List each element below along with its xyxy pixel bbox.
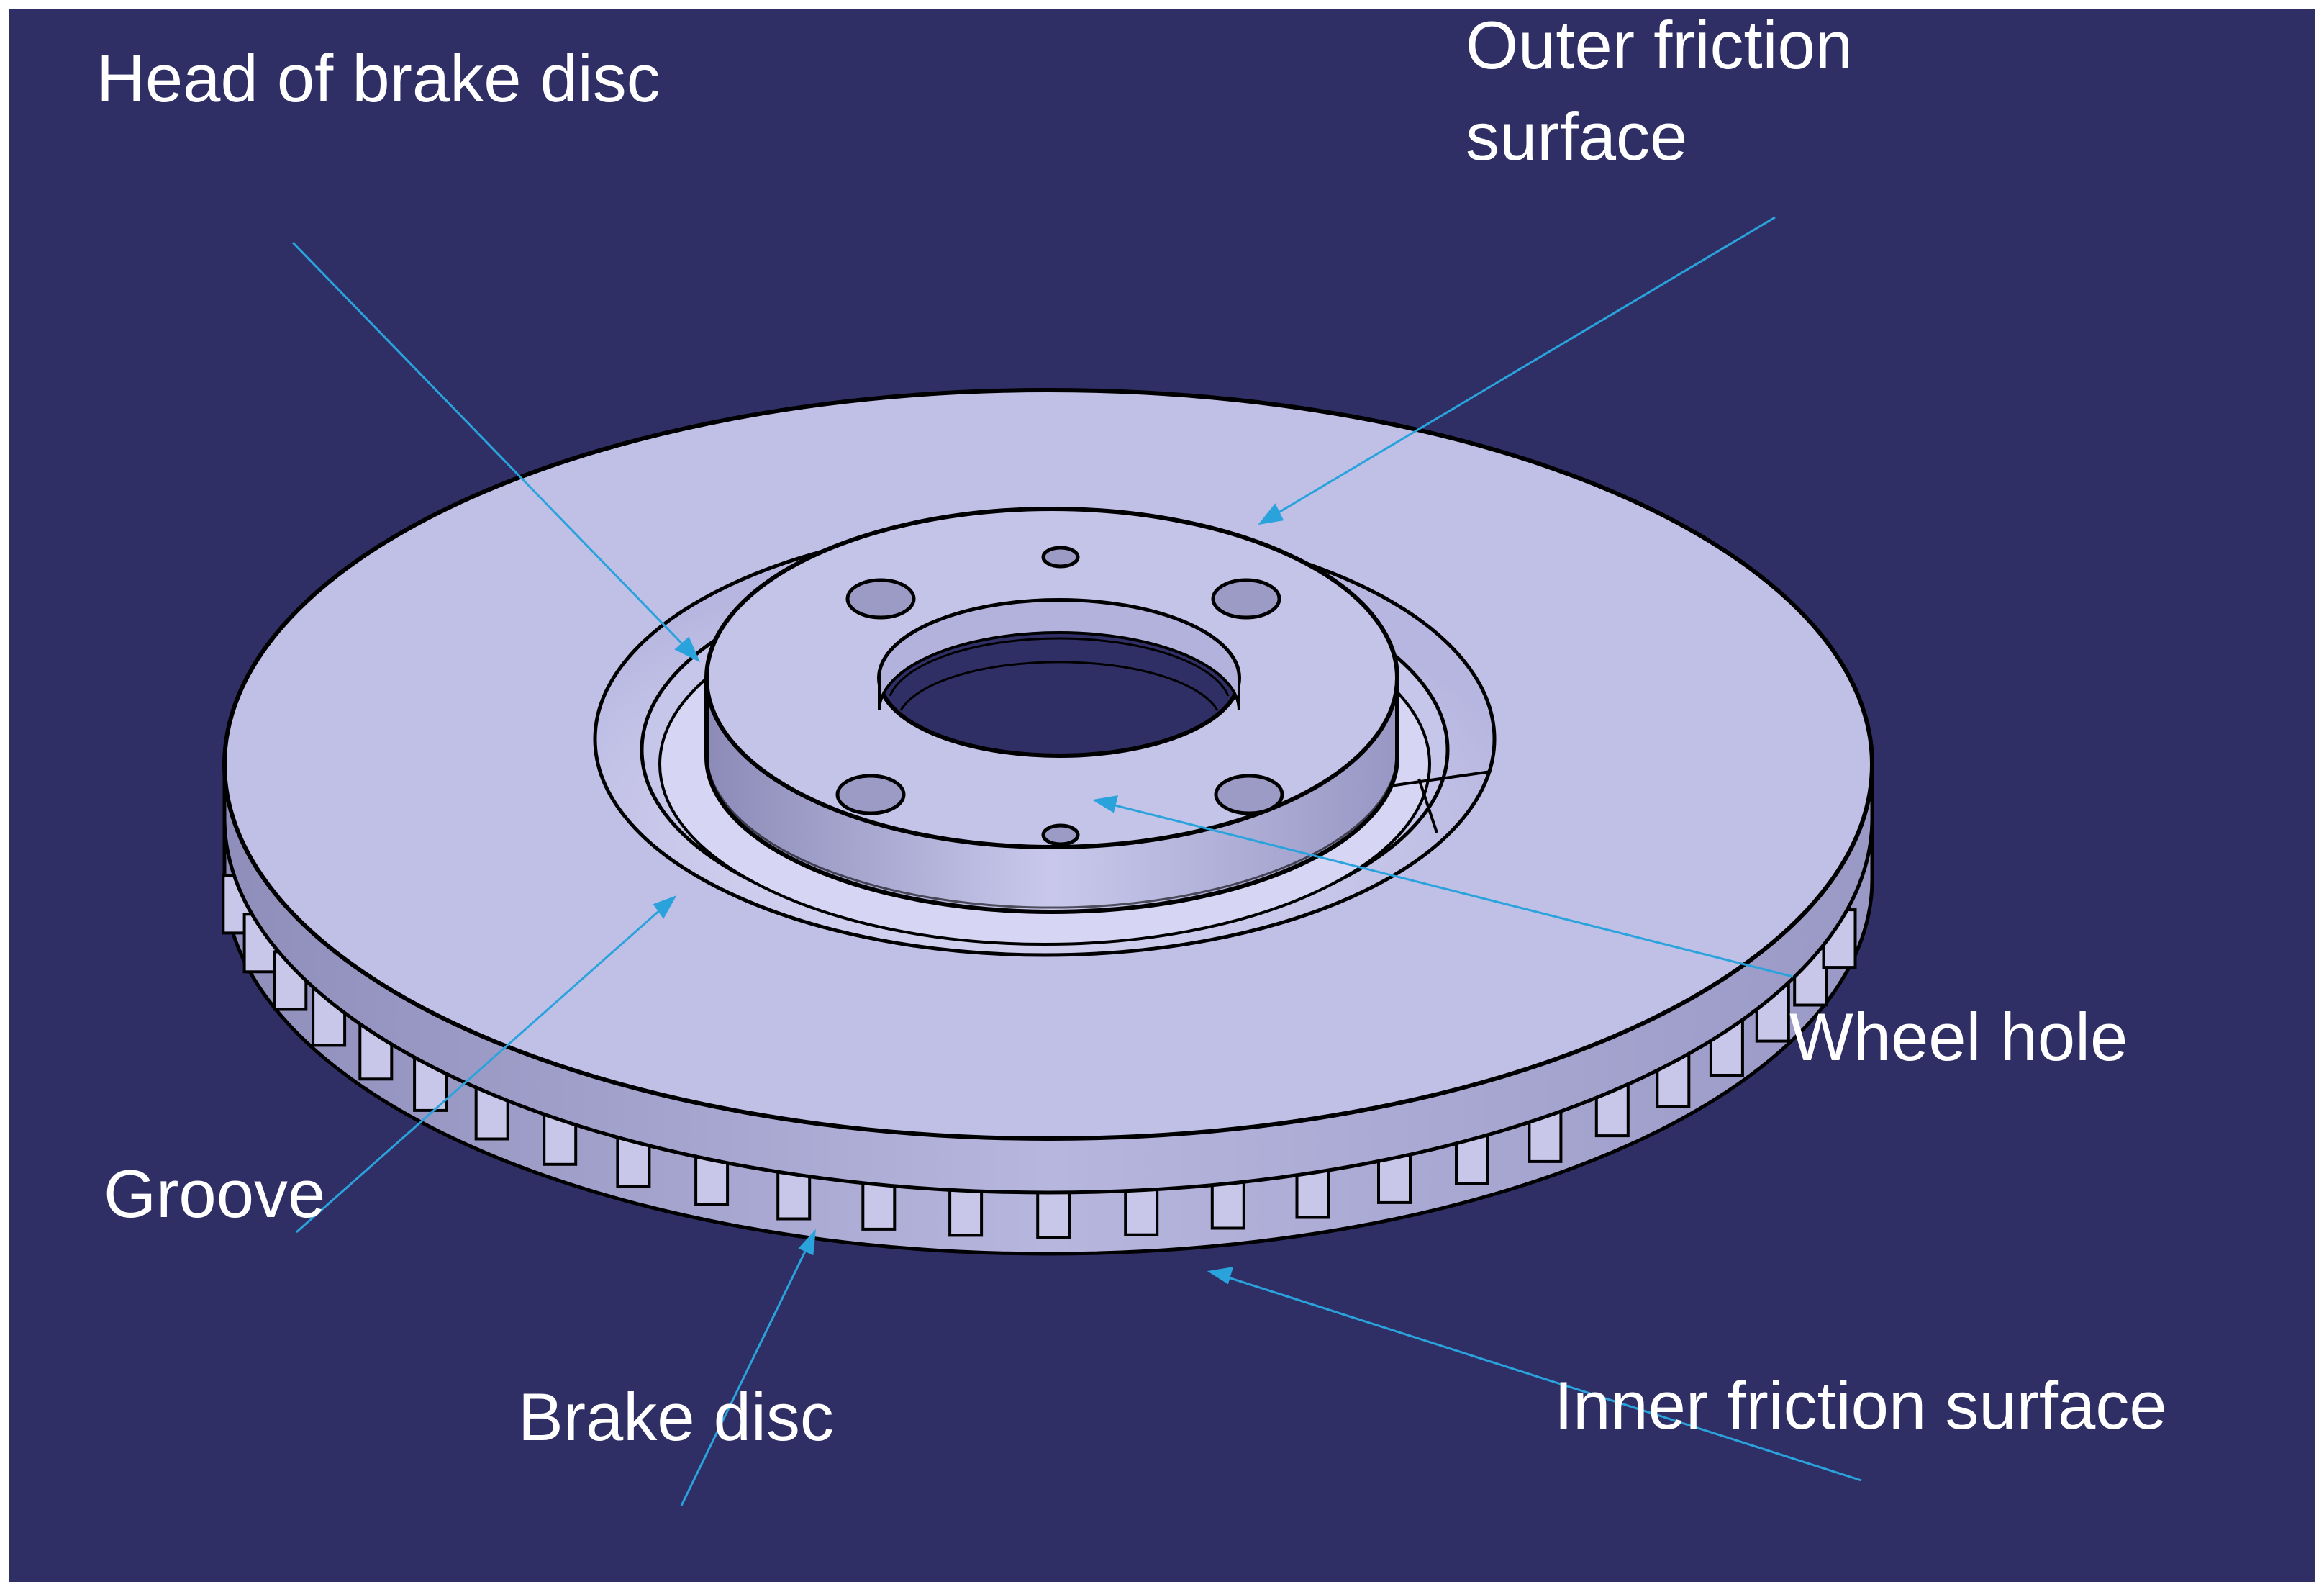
brake-disc-drawing xyxy=(222,216,1874,1506)
label-head-of-brake-disc: Head of brake disc xyxy=(96,40,661,116)
cad-viewport: Head of brake disc Outer friction surfac… xyxy=(9,9,2315,1582)
wheel-holes xyxy=(835,546,1284,846)
leader-lines xyxy=(291,216,1862,1506)
label-brake-disc: Brake disc xyxy=(518,1379,834,1455)
center-bore xyxy=(877,598,1241,758)
label-inner-friction-surface: Inner friction surface xyxy=(1554,1367,2167,1443)
label-groove: Groove xyxy=(104,1156,326,1231)
label-wheel-hole: Wheel hole xyxy=(1789,999,2128,1075)
label-outer-friction-surface: Outer friction surface xyxy=(1466,9,1853,174)
